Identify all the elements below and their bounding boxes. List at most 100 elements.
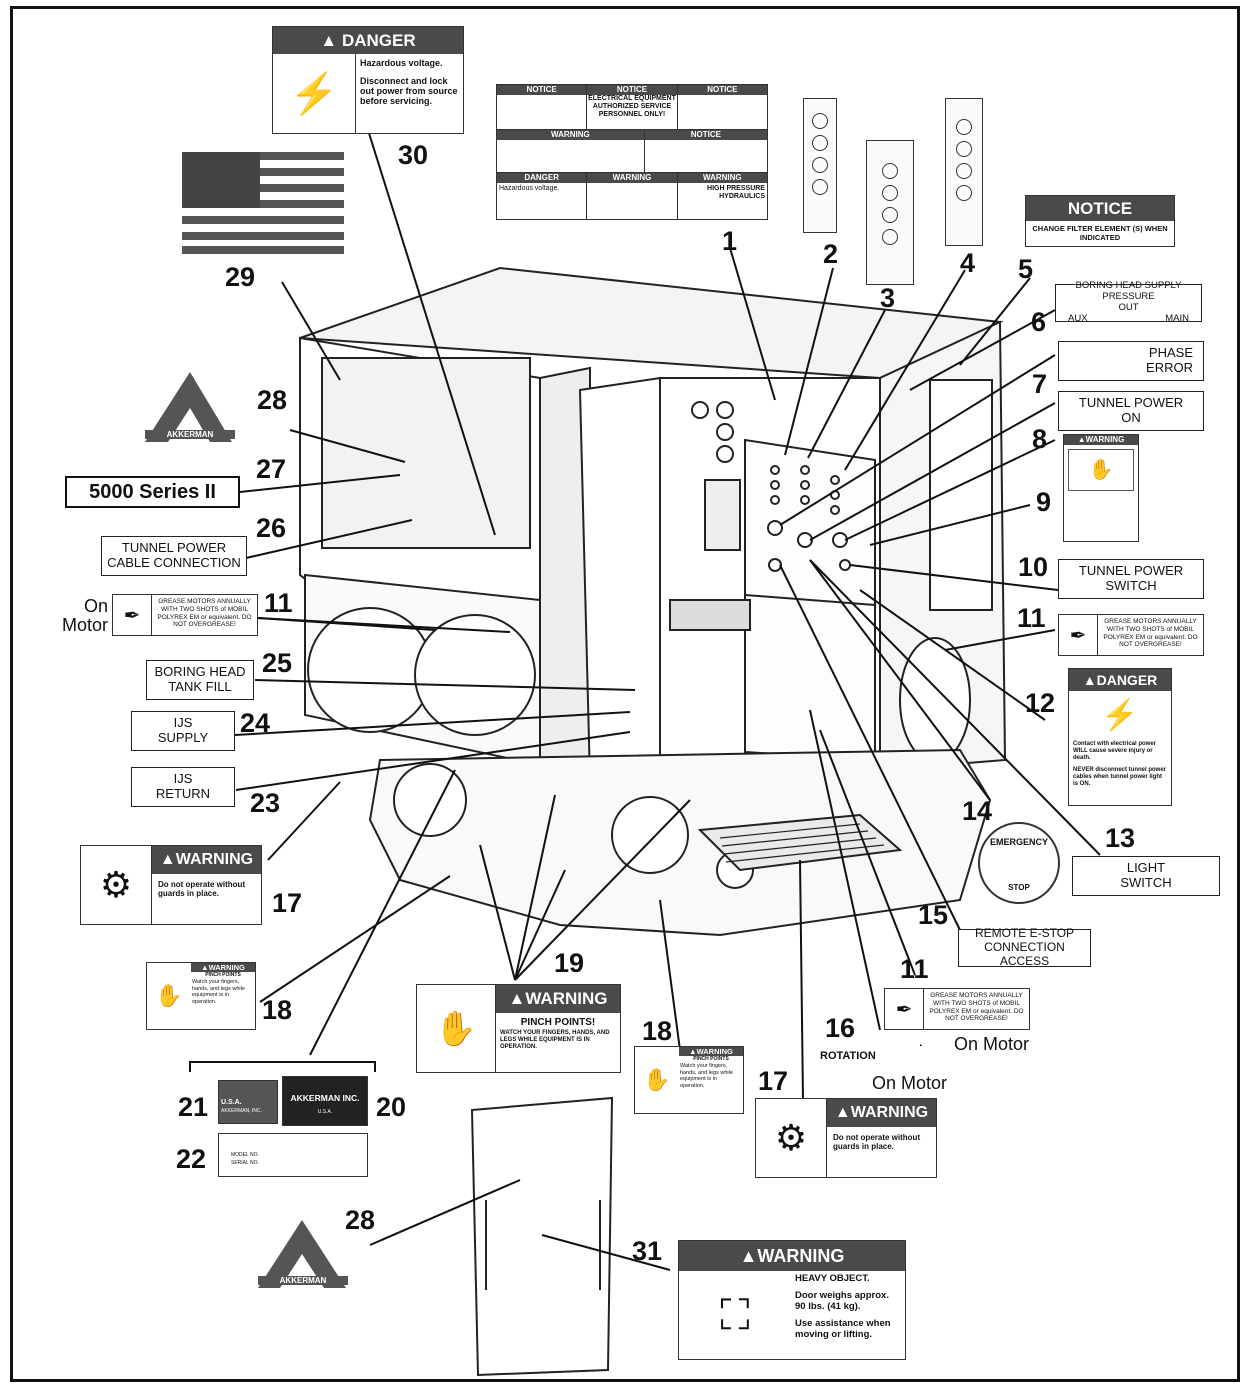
callout-number: 27	[256, 454, 287, 484]
decal-header: WARNING	[587, 173, 677, 183]
label-text: RETURN	[155, 786, 211, 801]
ijs-return-label: IJS RETURN	[131, 767, 235, 807]
decal-text: WATCH YOUR FINGERS, HANDS, AND LEGS WHIL…	[500, 1030, 610, 1051]
callout-number: 13	[1105, 823, 1136, 853]
gear-entanglement-icon: ⚙	[756, 1099, 827, 1177]
grease-gun-icon: ✒	[113, 595, 152, 635]
label-text: AUX	[1068, 312, 1088, 324]
danger-electrical-contact-decal: ▲DANGER ⚡ Contact with electrical power …	[1068, 668, 1172, 806]
callout-number: 12	[1025, 688, 1056, 718]
warning-triangle-icon: ▲	[739, 1246, 758, 1266]
warning-triangle-icon: ▲	[834, 1104, 851, 1121]
label-text: IJS	[173, 715, 193, 731]
decal-header: NOTICE	[587, 85, 677, 95]
on-motor-note-right: On Motor	[954, 1034, 1030, 1054]
decal-text: Door weighs approx. 90 lbs. (41 kg).	[795, 1290, 889, 1312]
label-text: TUNNEL POWER	[1078, 563, 1184, 579]
label-text: CABLE CONNECTION	[107, 555, 241, 570]
decal-text: Use assistance when moving or lifting.	[795, 1318, 891, 1340]
akkerman-logo-text: AKKERMAN	[145, 430, 235, 439]
label-text: On	[83, 596, 108, 616]
decal-text: Hazardous voltage.	[360, 58, 443, 68]
label-text: STOP	[1008, 883, 1030, 892]
warning-triangle-icon: ▲	[159, 851, 176, 868]
callout-number: 21	[178, 1092, 209, 1122]
boring-head-tank-fill-label: BORING HEAD TANK FILL	[146, 660, 254, 700]
label-text: TUNNEL POWER	[121, 540, 227, 556]
callout-number: 30	[398, 140, 429, 170]
callout-number: 2	[823, 239, 839, 269]
label-text: TUNNEL POWER	[1078, 395, 1184, 411]
label-text: CONNECTION ACCESS	[984, 940, 1065, 968]
phase-error-label: PHASE ERROR	[1058, 341, 1204, 381]
guards-warning-decal-left: ⚙ ▲WARNING Do not operate without guards…	[80, 845, 262, 925]
decal-header: ▲WARNING	[152, 846, 261, 874]
callout-number: 31	[632, 1236, 663, 1266]
callout-number: 26	[256, 513, 287, 543]
diagram-frame	[10, 6, 1240, 1382]
remote-estop-connection-label: REMOTE E-STOP CONNECTION ACCESS	[958, 927, 1091, 968]
decal-header: NOTICE	[1026, 196, 1174, 221]
label-text: SWITCH	[1105, 578, 1157, 593]
label-text: EMERGENCY	[989, 837, 1048, 847]
boring-head-supply-pressure-label: BORING HEAD SUPPLY PRESSURE OUT AUX MAIN	[1055, 280, 1202, 324]
label-text: Motor	[61, 614, 108, 635]
tunnel-power-cable-connection-label: TUNNEL POWER CABLE CONNECTION	[101, 536, 247, 576]
decal-text: Do not operate without guards in place.	[833, 1133, 921, 1151]
decal-text: SERIAL NO.	[231, 1160, 259, 1166]
decal-text: MODEL NO.	[231, 1152, 259, 1158]
label-text: OUT	[1118, 302, 1139, 313]
callout-number: 11	[264, 588, 293, 618]
two-person-lift-icon: ⛶	[720, 1290, 750, 1338]
grease-motors-decal-bottom: ✒ GREASE MOTORS ANNUALLY WITH TWO SHOTS …	[884, 988, 1030, 1030]
decal-text: NEVER disconnect tunnel power cables whe…	[1073, 766, 1167, 787]
control-strip-decal-2	[803, 98, 837, 233]
callout-number: 25	[262, 648, 293, 678]
decal-text: GREASE MOTORS ANNUALLY WITH TWO SHOTS of…	[1103, 618, 1198, 649]
warning-triangle-icon: ▲	[689, 1047, 697, 1056]
label-text: SWITCH	[1120, 875, 1172, 890]
warning-triangle-icon: ▲	[201, 963, 209, 972]
hydraulic-spray-icon: ✋	[1068, 448, 1134, 491]
label-text: ERROR	[1146, 360, 1193, 375]
akkerman-logo-shape	[145, 372, 346, 1288]
callout-number: 22	[176, 1144, 207, 1174]
callout-number: 17	[758, 1066, 789, 1096]
control-strip-decal-3	[866, 140, 914, 285]
decal-header: ▲WARNING	[679, 1241, 905, 1271]
decal-text: HEAVY OBJECT.	[795, 1273, 870, 1284]
decal-text: PINCH POINTS!	[520, 1017, 596, 1028]
warning-triangle-icon: ▲	[320, 31, 338, 50]
serial-number-plate-22: MODEL NO. SERIAL NO.	[218, 1133, 368, 1177]
decal-text: HIGH PRESSURE HYDRAULICS	[707, 184, 765, 200]
label-text: TANK FILL	[168, 679, 232, 694]
callout-number: 15	[918, 900, 949, 930]
warning-triangle-icon: ▲	[1082, 672, 1097, 688]
callout-number: 16	[825, 1013, 856, 1043]
pinch-points-warning-decal-small-center: ✋ ▲WARNING PINCH POINTS Watch your finge…	[634, 1046, 744, 1114]
decal-header: WARNING	[497, 130, 644, 140]
label-text: LIGHT	[1126, 860, 1166, 876]
label-text: PHASE	[1148, 345, 1193, 361]
callout-number: 20	[376, 1092, 407, 1122]
pinch-points-warning-decal-large: ✋ ▲WARNING PINCH POINTS! WATCH YOUR FING…	[416, 984, 621, 1073]
label-text: MAIN	[1165, 312, 1189, 324]
decal-header: NOTICE	[677, 85, 767, 95]
decal-text: ELECTRICAL EQUIPMENT AUTHORIZED SERVICE …	[588, 94, 676, 119]
callout-number: 23	[250, 788, 281, 818]
decal-header: ▲WARNING	[1064, 435, 1138, 445]
on-motor-note-left: On Motor	[50, 597, 108, 635]
label-text: IJS	[173, 771, 193, 787]
decal-text: GREASE MOTORS ANNUALLY WITH TWO SHOTS of…	[929, 992, 1024, 1023]
label-text: ROTATION	[820, 1050, 876, 1062]
decal-header: NOTICE	[497, 85, 587, 95]
label-text: ON	[1121, 410, 1141, 425]
decal-text: CHANGE FILTER ELEMENT (S) WHEN INDICATED	[1032, 224, 1168, 242]
callout-number: 5	[1018, 254, 1034, 284]
electrocution-icon: ⚡	[273, 54, 356, 133]
callout-number: 3	[880, 283, 896, 313]
decal-header: ▲WARNING	[496, 985, 620, 1013]
light-switch-label: LIGHT SWITCH	[1072, 856, 1220, 896]
decal-header: ▲WARNING	[191, 963, 255, 972]
